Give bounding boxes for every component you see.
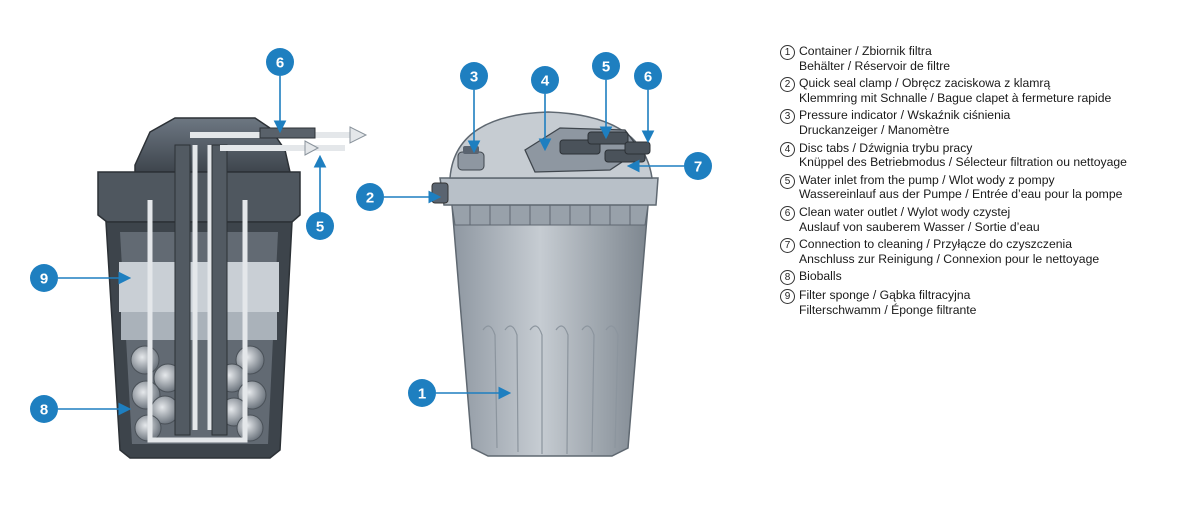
legend-line: Quick seal clamp / Obręcz zaciskowa z kl… — [799, 76, 1051, 91]
legend-line: Behälter / Réservoir de filtre — [799, 58, 951, 73]
full-filter — [431, 111, 659, 457]
quick-seal-clamp — [439, 177, 659, 206]
callout-left-8: 8 — [30, 395, 58, 423]
legend-number: 8 — [780, 270, 795, 286]
legend-line: Anschluss zur Reinigung / Connexion pour… — [799, 251, 1100, 266]
callout-right-7: 7 — [684, 152, 712, 180]
section-rim — [97, 171, 301, 223]
legend-number: 3 — [780, 109, 795, 125]
legend-item-6: 6 Clean water outlet / Wylot wody czyste… — [780, 205, 1190, 234]
svg-text:9: 9 — [40, 271, 48, 288]
legend-line: Pressure indicator / Wskaźnik ciśnienia — [799, 108, 1011, 123]
container — [451, 204, 649, 457]
svg-text:5: 5 — [316, 219, 324, 236]
legend-item-7: 7 Connection to cleaning / Przyłącze do … — [780, 237, 1190, 266]
legend-item-2: 2 Quick seal clamp / Obręcz zaciskowa z … — [780, 76, 1190, 105]
callout-right-2: 2 — [356, 183, 384, 211]
callout-left-9: 9 — [30, 264, 58, 292]
callout-right-4: 4 — [531, 66, 559, 94]
legend-line: Disc tabs / Dźwignia trybu pracy — [799, 140, 973, 155]
svg-text:4: 4 — [541, 73, 550, 90]
legend-number: 1 — [780, 45, 795, 60]
svg-text:7: 7 — [694, 159, 702, 176]
legend-number: 5 — [780, 173, 795, 189]
legend-line: Container / Zbiornik filtra — [799, 44, 932, 58]
legend-line: Bioballs — [799, 269, 842, 284]
legend-line: Connection to cleaning / Przyłącze do cz… — [799, 237, 1073, 252]
callout-right-1: 1 — [408, 379, 436, 407]
cross-section-filter — [97, 117, 368, 459]
legend-number: 2 — [780, 77, 795, 93]
legend-line: Auslauf von sauberem Wasser / Sortie d’e… — [799, 219, 1040, 234]
svg-text:8: 8 — [40, 402, 48, 419]
legend-line: Wassereinlauf aus der Pumpe / Entrée d’e… — [799, 187, 1123, 202]
legend-line: Druckanzeiger / Manomètre — [799, 122, 950, 137]
legend-item-8: 8 Bioballs — [780, 269, 1190, 286]
callout-right-5: 5 — [592, 52, 620, 80]
legend-number: 6 — [780, 205, 795, 221]
svg-text:1: 1 — [418, 386, 426, 403]
filter-sponge — [119, 262, 279, 312]
legend-line: Clean water outlet / Wylot wody czystej — [799, 204, 1011, 219]
legend-line: Water inlet from the pump / Wlot wody z … — [799, 172, 1055, 187]
legend-item-3: 3 Pressure indicator / Wskaźnik ciśnieni… — [780, 108, 1190, 137]
svg-text:6: 6 — [276, 55, 284, 72]
callout-left-5: 5 — [306, 212, 334, 240]
legend-line: Klemmring mit Schnalle / Bague clapet à … — [799, 90, 1112, 105]
svg-text:2: 2 — [366, 190, 374, 207]
callout-right-3: 3 — [460, 62, 488, 90]
legend-item-5: 5 Water inlet from the pump / Wlot wody … — [780, 173, 1190, 202]
legend-line: Knüppel des Betriebmodus / Sélecteur fil… — [799, 155, 1127, 170]
callout-left-6: 6 — [266, 48, 294, 76]
filter-diagram: 6 5 9 8 3 4 5 6 2 7 1 — [30, 48, 712, 459]
legend-number: 9 — [780, 289, 795, 305]
legend-number: 4 — [780, 141, 795, 157]
svg-text:3: 3 — [470, 69, 478, 86]
legend-line: Filterschwamm / Éponge filtrante — [799, 302, 977, 317]
svg-text:6: 6 — [644, 69, 652, 86]
callout-right-6: 6 — [634, 62, 662, 90]
svg-text:5: 5 — [602, 59, 610, 76]
legend-line: Filter sponge / Gąbka filtracyjna — [799, 288, 971, 303]
legend-number: 7 — [780, 238, 795, 254]
